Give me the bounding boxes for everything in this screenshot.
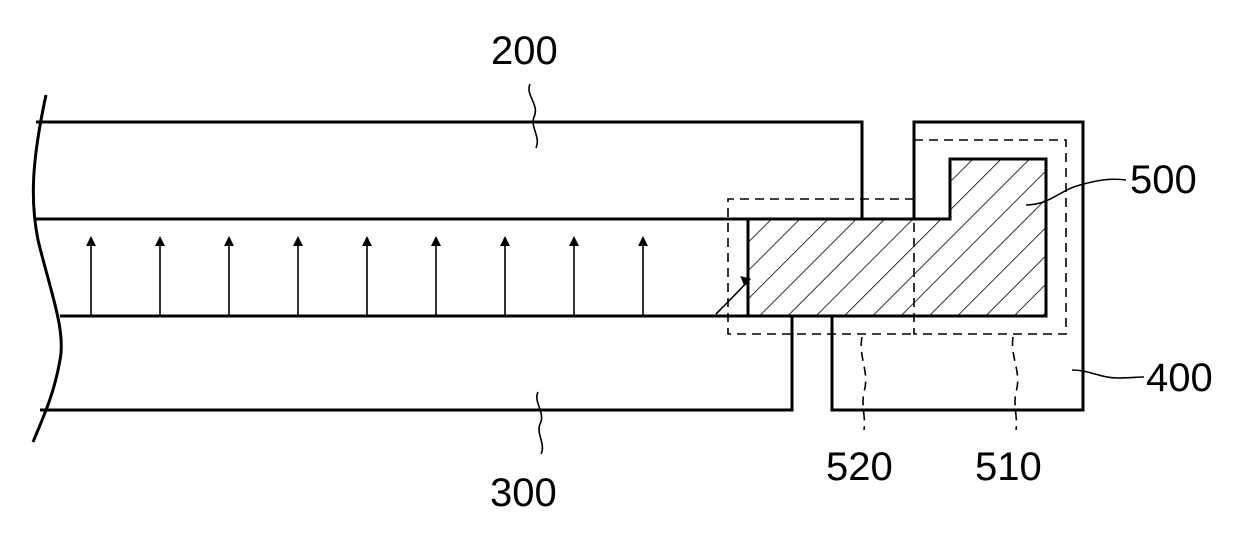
upward-arrow-head <box>155 236 165 246</box>
diagonal-arrow <box>716 282 747 314</box>
upward-arrow-head <box>293 236 303 246</box>
lower-layer-300 <box>40 316 792 410</box>
label-400: 400 <box>1146 356 1213 400</box>
upward-arrow-head <box>86 236 96 246</box>
label-500: 500 <box>1130 158 1197 202</box>
label-510: 510 <box>975 445 1042 489</box>
break-line <box>33 95 61 442</box>
label-200: 200 <box>491 29 558 73</box>
leader-300 <box>537 392 543 454</box>
upward-arrow-head <box>431 236 441 246</box>
label-520: 520 <box>826 445 893 489</box>
upward-arrow-head <box>638 236 648 246</box>
arrow-group <box>86 236 648 316</box>
leader-520 <box>861 337 866 430</box>
upward-arrow-head <box>500 236 510 246</box>
hatched-member-500 <box>748 159 1046 316</box>
leader-510 <box>1013 337 1018 430</box>
upward-arrow-head <box>224 236 234 246</box>
upper-layer-200 <box>36 122 862 219</box>
upward-arrow-head <box>362 236 372 246</box>
label-300: 300 <box>490 471 557 515</box>
upward-arrow-head <box>569 236 579 246</box>
leader-200 <box>529 84 537 148</box>
